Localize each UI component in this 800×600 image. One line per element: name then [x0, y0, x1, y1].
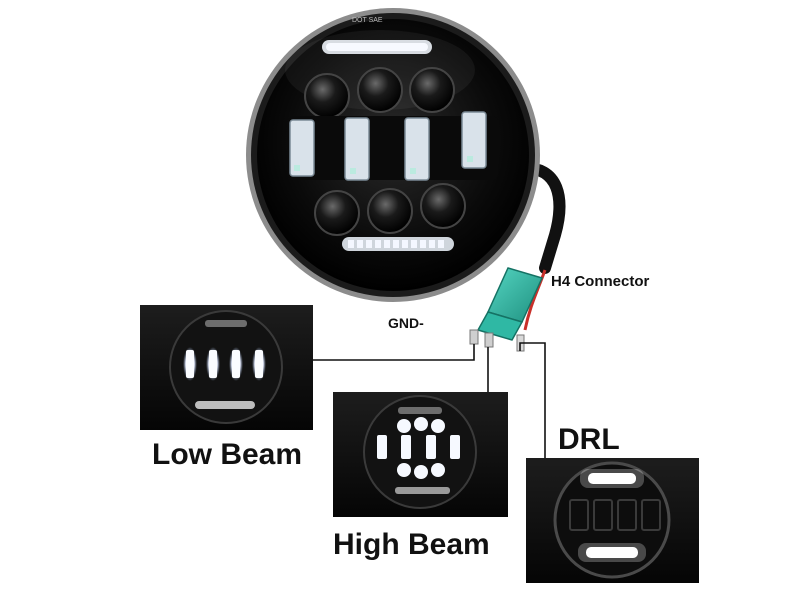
low-beam-photo: [140, 305, 313, 430]
ground-label: GND-: [388, 315, 424, 331]
high-beam-label: High Beam: [333, 528, 490, 561]
connector-label: H4 Connector: [551, 273, 650, 290]
high-beam-photo: [333, 392, 508, 517]
drl-photo: [526, 458, 699, 583]
drl-label: DRL: [558, 423, 620, 456]
headlight: DOT SAE: [246, 8, 566, 302]
low-beam-label: Low Beam: [152, 438, 303, 471]
h4-connector: [469, 267, 547, 352]
headlight-marking: DOT SAE: [352, 17, 383, 24]
connection-lines: [313, 342, 546, 458]
